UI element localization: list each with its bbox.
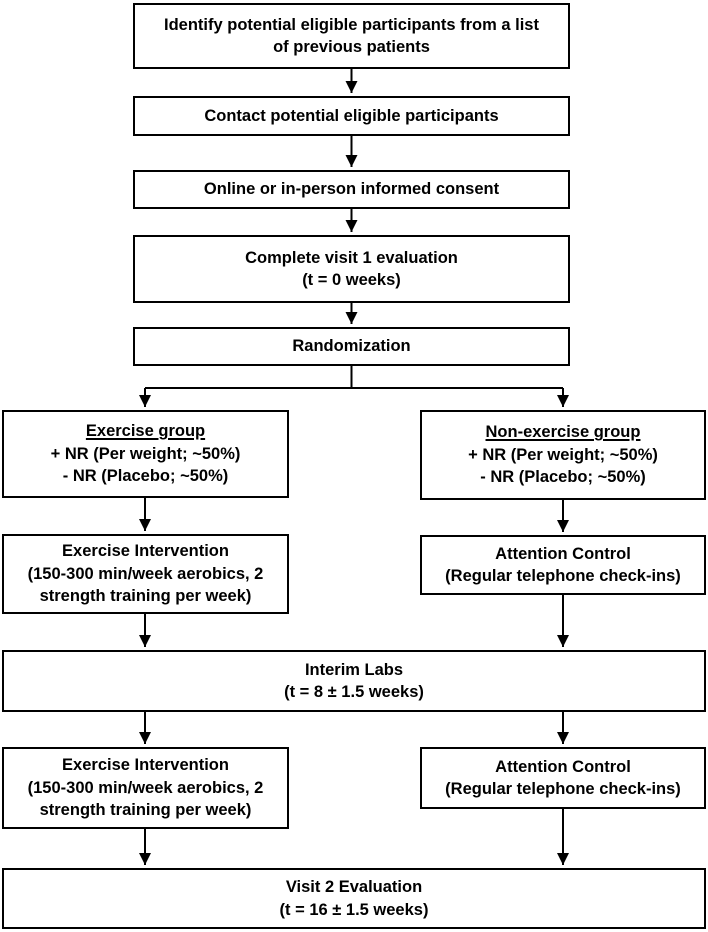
box-attention-control-2-text: Attention Control (Regular telephone che… — [445, 757, 681, 798]
box-visit1-evaluation-text: Complete visit 1 evaluation (t = 0 weeks… — [245, 248, 458, 289]
box-exercise-group-body: + NR (Per weight; ~50%) - NR (Placebo; ~… — [50, 444, 241, 486]
box-randomization: Randomization — [133, 327, 570, 366]
box-identify-participants: Identify potential eligible participants… — [133, 3, 570, 69]
box-exercise-intervention-2: Exercise Intervention (150-300 min/week … — [2, 747, 289, 829]
box-exercise-intervention-1-text: Exercise Intervention (150-300 min/week … — [27, 542, 264, 606]
box-contact-participants-text: Contact potential eligible participants — [204, 106, 499, 125]
box-attention-control-2: Attention Control (Regular telephone che… — [420, 747, 706, 809]
box-interim-labs: Interim Labs (t = 8 ± 1.5 weeks) — [2, 650, 706, 712]
box-attention-control-1: Attention Control (Regular telephone che… — [420, 535, 706, 595]
box-interim-labs-text: Interim Labs (t = 8 ± 1.5 weeks) — [284, 660, 424, 701]
box-informed-consent: Online or in-person informed consent — [133, 170, 570, 209]
box-exercise-group-title: Exercise group — [85, 422, 206, 441]
box-identify-participants-text: Identify potential eligible participants… — [164, 15, 539, 56]
box-informed-consent-text: Online or in-person informed consent — [203, 180, 500, 199]
box-exercise-intervention-1: Exercise Intervention (150-300 min/week … — [2, 534, 289, 614]
box-contact-participants: Contact potential eligible participants — [133, 96, 570, 136]
box-non-exercise-group-body: + NR (Per weight; ~50%) - NR (Placebo; ~… — [468, 445, 658, 487]
connector-lines — [139, 69, 569, 865]
box-visit1-evaluation: Complete visit 1 evaluation (t = 0 weeks… — [133, 235, 570, 303]
box-randomization-text: Randomization — [292, 337, 411, 356]
box-visit2-evaluation-text: Visit 2 Evaluation (t = 16 ± 1.5 weeks) — [279, 878, 429, 919]
box-visit2-evaluation: Visit 2 Evaluation (t = 16 ± 1.5 weeks) — [2, 868, 706, 929]
box-non-exercise-group-title: Non-exercise group — [485, 423, 641, 442]
box-exercise-intervention-2-text: Exercise Intervention (150-300 min/week … — [27, 756, 264, 820]
box-attention-control-1-text: Attention Control (Regular telephone che… — [445, 544, 681, 585]
box-exercise-group: Exercise group + NR (Per weight; ~50%) -… — [2, 410, 289, 498]
box-non-exercise-group: Non-exercise group + NR (Per weight; ~50… — [420, 410, 706, 500]
